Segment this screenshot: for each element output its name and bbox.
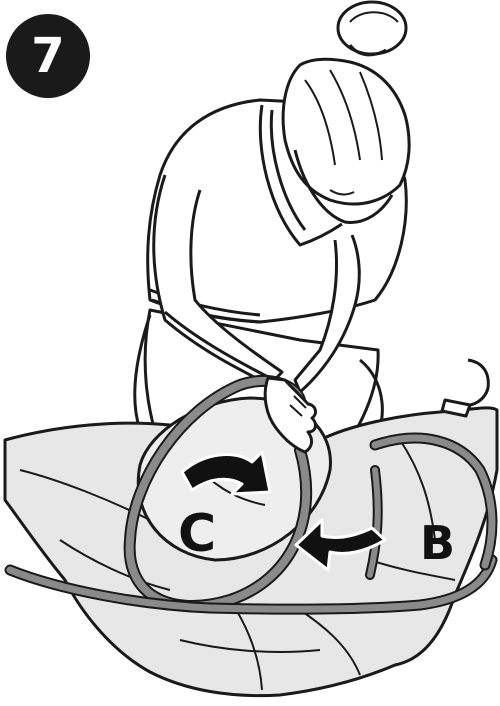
label-c: C — [178, 508, 216, 560]
step-number-badge: 7 — [6, 14, 90, 98]
step-number: 7 — [31, 28, 64, 84]
label-b: B — [420, 520, 455, 566]
